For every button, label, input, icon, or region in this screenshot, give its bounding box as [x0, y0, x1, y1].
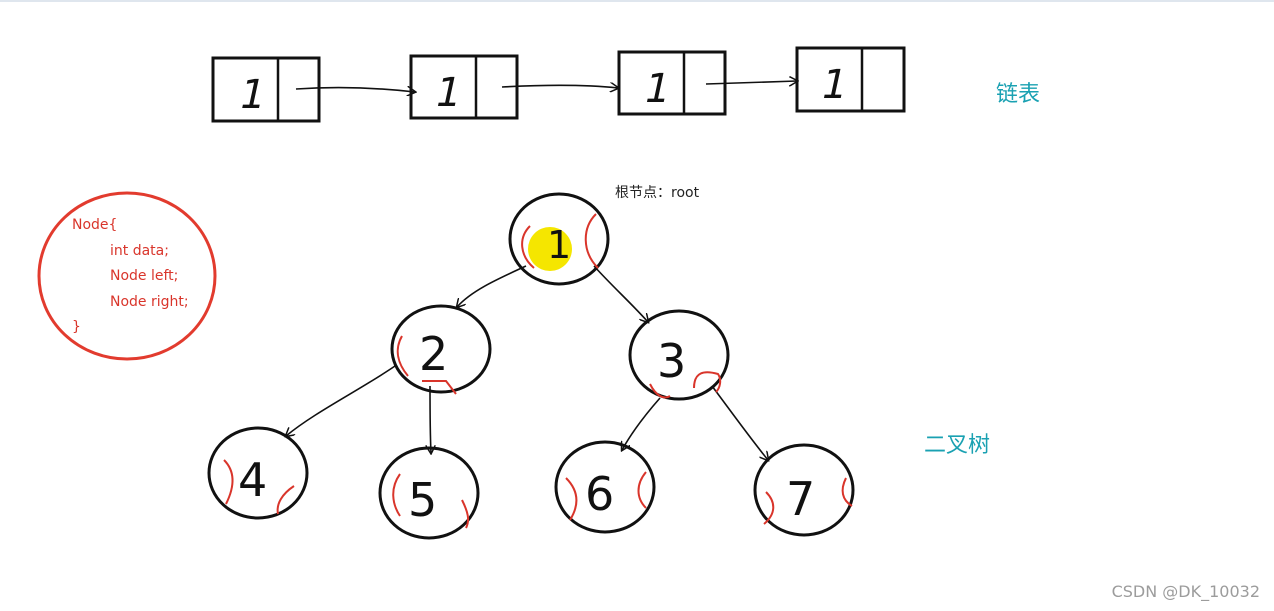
tree-edge-3-6 — [622, 397, 661, 450]
node-struct-line: int data; — [110, 242, 169, 259]
tree-node-7: 7 — [753, 443, 855, 537]
tree-edge-2-5 — [430, 385, 431, 453]
list-node-2: 1 — [409, 54, 519, 120]
tree-node-5: 5 — [378, 446, 480, 540]
tree-node-value: 7 — [786, 472, 815, 526]
tree-node-4: 4 — [207, 426, 309, 520]
tree-node-value: 6 — [585, 467, 614, 521]
list-node-3: 1 — [617, 50, 727, 116]
tree-node-value: 5 — [408, 473, 437, 527]
root-label: 根节点：root — [615, 185, 700, 201]
tree-node-1: 1 — [508, 192, 610, 286]
tree-node-2: 2 — [390, 304, 492, 395]
node-struct-line: } — [72, 319, 81, 335]
node-struct-line: Node{ — [72, 217, 118, 233]
list-arrow-3 — [705, 81, 797, 84]
node-struct-circle — [37, 191, 217, 361]
tree-edge-1-3 — [593, 265, 648, 322]
node-struct-line: Node right; — [110, 293, 189, 310]
top-border — [0, 0, 1274, 2]
tree-node-value: 2 — [419, 327, 448, 381]
list-node-value: 1 — [817, 60, 853, 107]
list-node-1: 1 — [211, 56, 321, 123]
list-arrow-2 — [501, 85, 618, 88]
list-node-value: 1 — [235, 70, 271, 117]
tree-node-3: 3 — [628, 309, 730, 401]
tree-edge-2-4 — [286, 365, 396, 436]
list-arrow-1 — [295, 88, 415, 92]
list-node-4: 1 — [795, 46, 906, 113]
tree-node-value: 1 — [547, 223, 571, 267]
linked-list-label: 链表 — [996, 82, 1041, 107]
node-struct-code: Node{ int data; Node left; Node right; } — [72, 213, 189, 341]
binary-tree-label: 二叉树 — [924, 433, 991, 458]
tree-node-6: 6 — [554, 440, 656, 534]
list-node-value: 1 — [431, 68, 467, 115]
tree-node-value: 3 — [657, 334, 686, 388]
watermark: CSDN @DK_10032 — [1111, 582, 1260, 601]
list-node-value: 1 — [640, 64, 676, 111]
tree-node-value: 4 — [238, 453, 267, 507]
tree-edge-3-7 — [711, 385, 768, 460]
root-highlight — [528, 227, 572, 271]
node-struct-line: Node left; — [110, 268, 179, 284]
tree-edge-1-2 — [457, 265, 527, 307]
